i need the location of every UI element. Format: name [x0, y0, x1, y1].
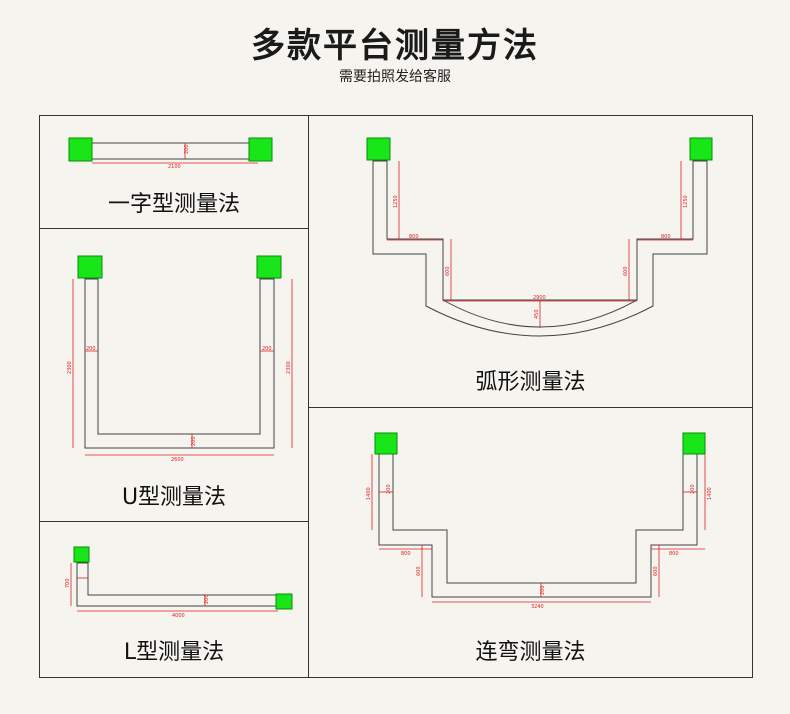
dim-right-drop: 600 — [623, 266, 629, 276]
panel-arc: 1250 1250 800 800 600 600 2900 450 弧形测量法 — [308, 115, 753, 408]
marker-right — [248, 137, 273, 162]
panel-u: 2300 2300 200 200 200 2600 U型测量法 — [39, 228, 309, 522]
dim-left-drop: 600 — [445, 266, 451, 276]
u-countertop-outline — [84, 278, 275, 449]
u-diagram: 2300 2300 200 200 200 2600 — [67, 255, 293, 463]
dim-bottom-width: 200 — [540, 585, 546, 595]
arc-countertop-outline — [372, 160, 708, 337]
marker-right — [689, 137, 713, 161]
dim-right-drop: 600 — [653, 566, 659, 576]
dim-bottom-length: 3240 — [531, 604, 544, 610]
marker-left — [366, 137, 391, 161]
dim-right-height: 1400 — [707, 487, 713, 500]
dim-depth: 200 — [184, 144, 190, 154]
dim-width: 200 — [204, 594, 210, 604]
dim-right-height: 2300 — [286, 361, 292, 374]
dim-length: 2100 — [168, 164, 181, 170]
marker-right — [682, 432, 706, 455]
dim-left-height: 1250 — [393, 195, 399, 208]
marker-top — [73, 546, 90, 563]
straight-diagram: 2100 200 — [68, 137, 273, 170]
page-title: 多款平台测量方法 — [251, 26, 539, 66]
dim-sagitta: 450 — [534, 309, 540, 319]
dim-length: 4000 — [172, 613, 185, 619]
label-arc: 弧形测量法 — [475, 370, 586, 395]
stepped-diagram: 1400 1400 200 200 800 800 600 600 3240 2… — [366, 432, 713, 610]
label-straight: 一字型测量法 — [107, 192, 240, 217]
dim-left-height: 2300 — [67, 361, 73, 374]
marker-left — [68, 137, 93, 162]
stepped-countertop-outline — [378, 453, 698, 598]
l-diagram: 700 4000 200 — [65, 546, 293, 619]
dim-right-width: 200 — [690, 484, 696, 494]
panel-l: 700 4000 200 L型测量法 — [39, 521, 309, 678]
dim-chord: 2900 — [533, 295, 546, 301]
dim-bottom-width: 200 — [191, 436, 197, 446]
label-l: L型测量法 — [123, 640, 225, 665]
dim-left-step: 800 — [409, 234, 419, 240]
dim-left-width: 200 — [386, 484, 392, 494]
arc-diagram: 1250 1250 800 800 600 600 2900 450 — [366, 137, 713, 337]
panel-stepped: 1400 1400 200 200 800 800 600 600 3240 2… — [308, 407, 753, 678]
marker-right — [275, 593, 293, 610]
page-subtitle: 需要拍照发给客服 — [339, 69, 451, 85]
dim-right-step: 800 — [661, 234, 671, 240]
dim-left-drop: 600 — [416, 566, 422, 576]
dim-left-step: 800 — [401, 551, 411, 557]
panel-straight: 2100 200 一字型测量法 — [39, 115, 309, 229]
dim-left-height: 1400 — [366, 487, 372, 500]
dim-height: 700 — [65, 578, 71, 588]
marker-left — [374, 432, 398, 455]
dim-bottom-length: 2600 — [171, 457, 184, 463]
label-stepped: 连弯测量法 — [475, 640, 586, 665]
marker-left — [77, 255, 103, 279]
marker-right — [256, 255, 282, 279]
label-u: U型测量法 — [121, 485, 227, 510]
dim-right-height: 1250 — [683, 195, 689, 208]
l-countertop-outline — [76, 562, 279, 607]
straight-countertop-outline — [91, 142, 259, 160]
dim-right-step: 800 — [669, 551, 679, 557]
dim-right-width: 200 — [262, 346, 272, 352]
dim-left-width: 200 — [86, 346, 96, 352]
